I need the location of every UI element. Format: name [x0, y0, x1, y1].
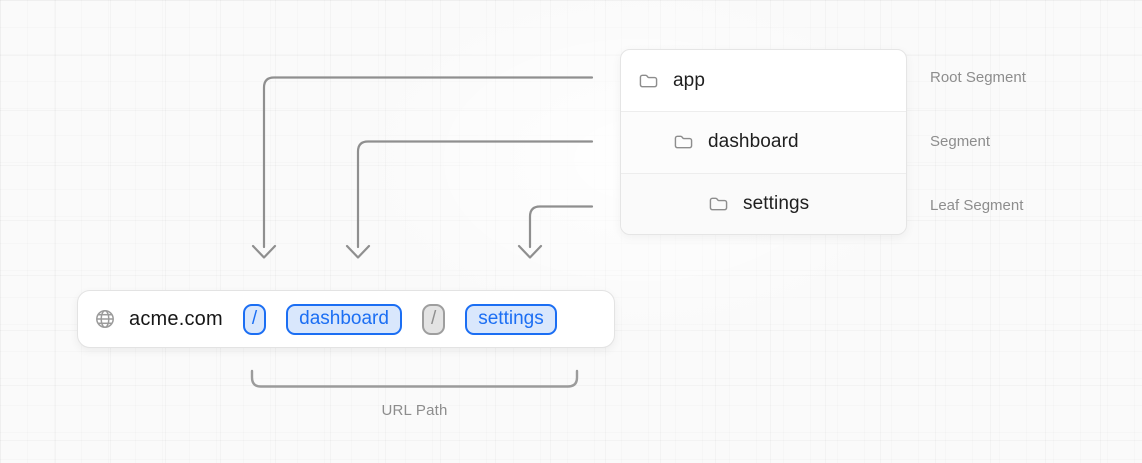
- annotation-root-segment: Root Segment: [930, 69, 1026, 86]
- arrow-settings-arrowhead-icon: [517, 244, 543, 259]
- tree-row-label: app: [673, 69, 706, 91]
- arrow-app-arrowhead-icon: [251, 244, 277, 259]
- url-segment-dashboard: dashboard: [286, 303, 402, 335]
- arrow-settings-to-leaf: [528, 205, 594, 249]
- url-segment-settings: settings: [465, 303, 557, 335]
- arrow-dashboard-arrowhead-icon: [345, 244, 371, 259]
- annotation-segment: Segment: [930, 133, 991, 150]
- folder-icon: [639, 74, 658, 88]
- file-tree-panel: app dashboard settings: [620, 49, 907, 235]
- annotation-leaf-segment: Leaf Segment: [930, 197, 1024, 214]
- arrow-app-to-root-slash: [262, 76, 594, 249]
- url-segment-slash-2: /: [421, 303, 446, 335]
- url-bar: acme.com / dashboard / settings: [77, 290, 615, 348]
- url-domain: acme.com: [129, 307, 223, 330]
- url-segment-slash-1: /: [242, 303, 267, 335]
- tree-row-label: dashboard: [708, 131, 799, 153]
- globe-icon: [96, 310, 114, 328]
- url-path-bracket: [250, 369, 579, 388]
- tree-row-dashboard: dashboard: [621, 111, 906, 173]
- tree-row-label: settings: [743, 192, 810, 214]
- tree-row-app: app: [621, 50, 906, 111]
- folder-icon: [709, 197, 728, 211]
- arrow-dashboard-to-segment: [356, 140, 594, 249]
- tree-row-settings: settings: [621, 172, 906, 234]
- folder-icon: [674, 136, 693, 149]
- url-path-label: URL Path: [381, 402, 448, 419]
